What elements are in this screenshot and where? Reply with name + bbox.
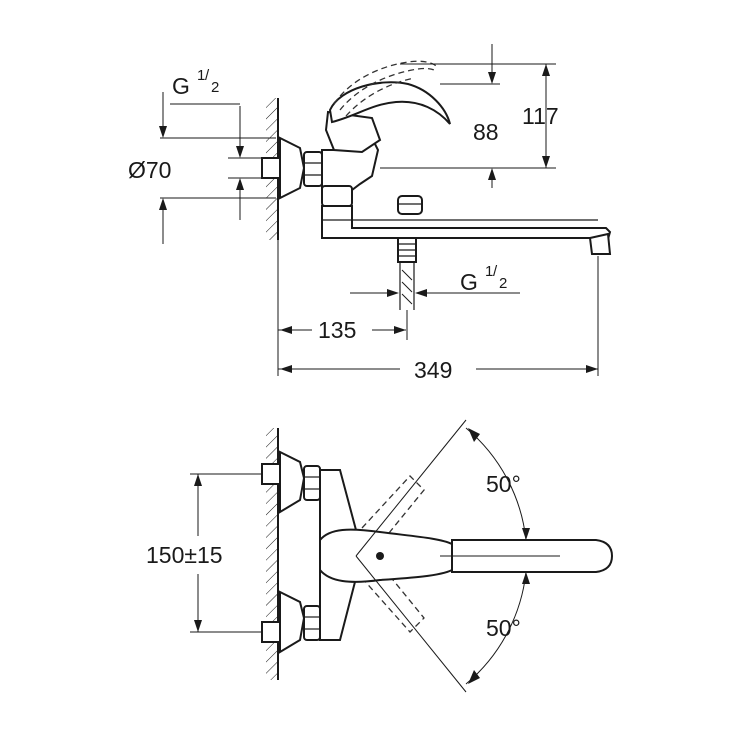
lever-handle bbox=[328, 81, 451, 125]
lever-raised-outline bbox=[333, 60, 437, 105]
label-117: 117 bbox=[522, 103, 559, 129]
label-349: 349 bbox=[414, 357, 452, 383]
top-view bbox=[190, 419, 614, 693]
thread-den-bottom: 2 bbox=[499, 275, 507, 292]
lever-rotated-up bbox=[361, 475, 425, 545]
label-135: 135 bbox=[318, 317, 356, 343]
diverter-knob bbox=[397, 195, 423, 215]
label-g-half-top: G 1 / 2 bbox=[172, 67, 219, 99]
spout bbox=[321, 205, 612, 249]
cartridge bbox=[324, 110, 382, 154]
label-diameter: Ø70 bbox=[128, 157, 171, 183]
svg-text:/: / bbox=[493, 263, 498, 280]
label-angle-top: 50° bbox=[486, 471, 521, 497]
label-g-half-bottom: G 1 / 2 bbox=[460, 263, 507, 295]
thread-den-top: 2 bbox=[211, 79, 219, 96]
label-88: 88 bbox=[473, 119, 499, 145]
diverter-block bbox=[321, 185, 353, 207]
side-view bbox=[159, 44, 612, 376]
thread-num-top: 1 bbox=[197, 67, 205, 84]
thread-letter-top: G bbox=[172, 73, 190, 99]
hex-nut bbox=[303, 151, 323, 187]
wall-hatch-bottom bbox=[266, 428, 278, 680]
wall-rosette bbox=[279, 136, 306, 200]
thread-num-bottom: 1 bbox=[485, 263, 493, 280]
lever-rotated-down bbox=[361, 563, 425, 633]
inlet-nipple bbox=[261, 157, 281, 179]
lever-top bbox=[319, 528, 453, 583]
svg-text:/: / bbox=[205, 67, 210, 84]
label-angle-bottom: 50° bbox=[486, 615, 521, 641]
hot-cold-mark bbox=[376, 552, 384, 560]
label-spacing: 150±15 bbox=[146, 542, 223, 568]
thread-letter-bottom: G bbox=[460, 269, 478, 295]
